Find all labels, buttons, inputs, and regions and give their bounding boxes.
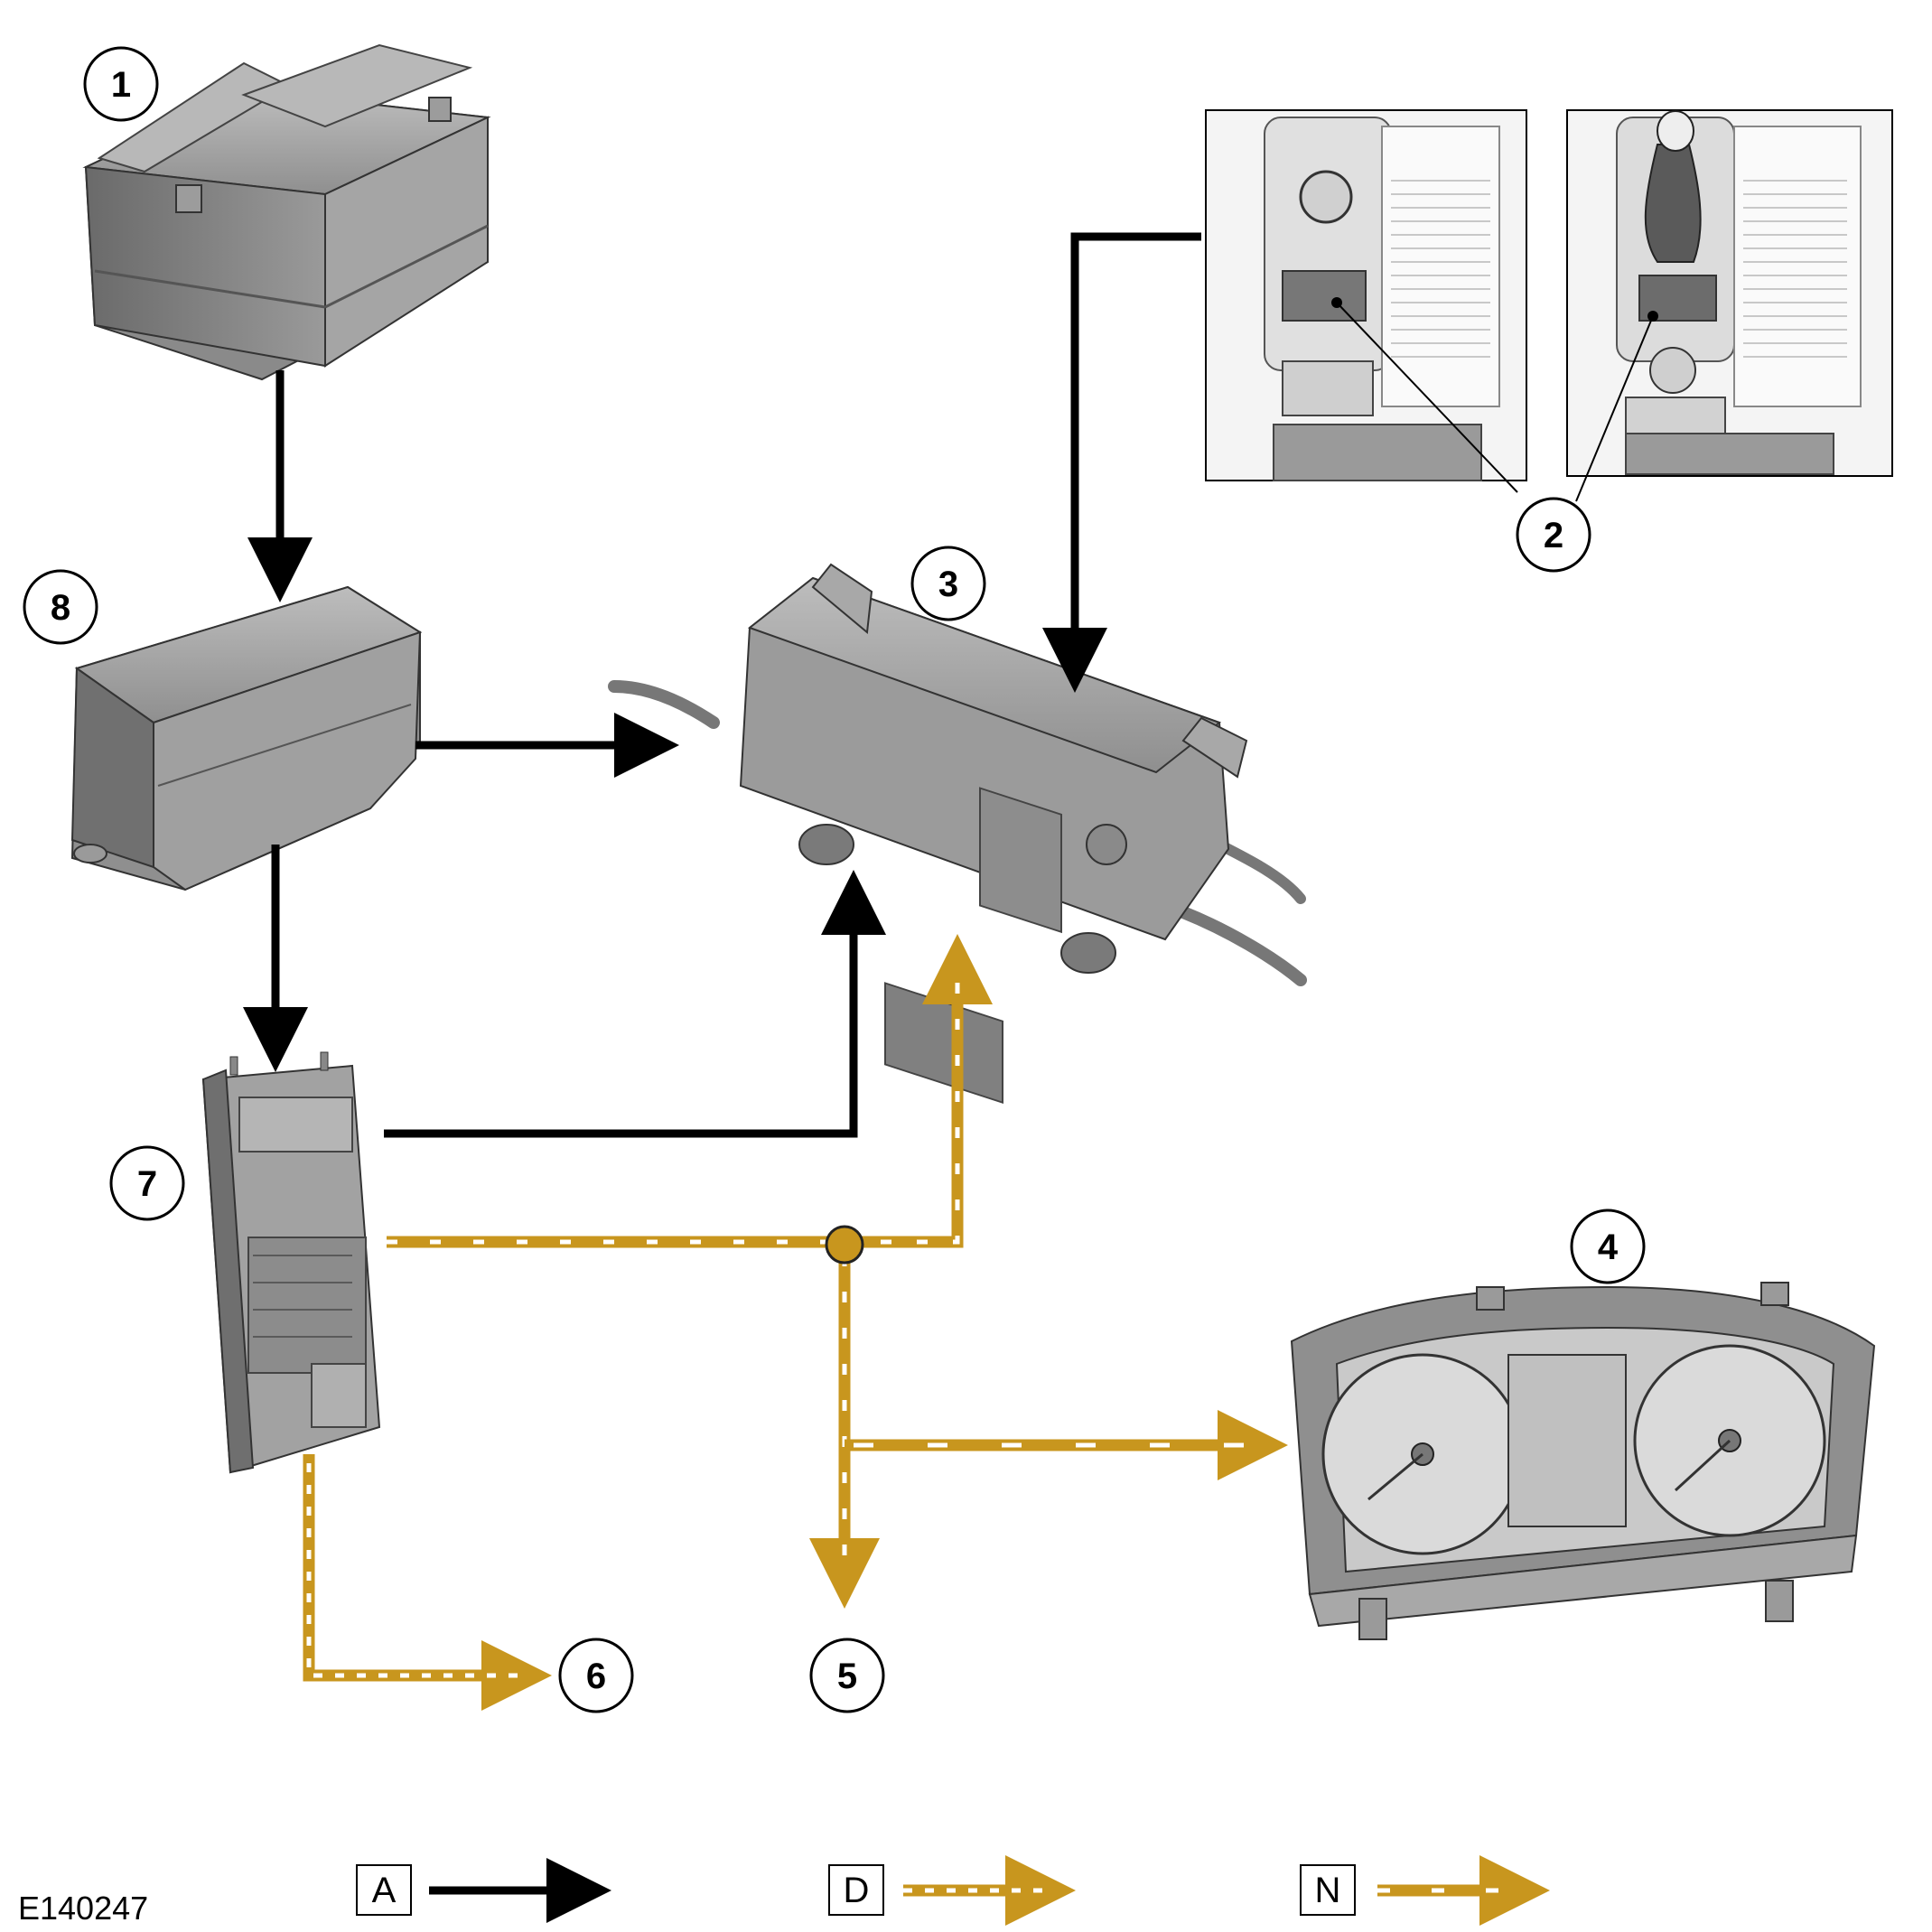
- callout-4: 4: [1570, 1209, 1646, 1284]
- bcm-to-module-line: [384, 870, 886, 1138]
- power-connections: [243, 232, 1201, 1138]
- body-control-module-component: [201, 1051, 381, 1474]
- callout-6: 6: [558, 1638, 634, 1713]
- svg-text:6: 6: [586, 1657, 606, 1696]
- callout-7: 7: [109, 1145, 185, 1221]
- leader-line-2a: [1336, 302, 1518, 493]
- svg-text:8: 8: [51, 588, 70, 628]
- svg-text:4: 4: [1598, 1227, 1619, 1267]
- callout-5: 5: [809, 1638, 885, 1713]
- svg-text:N: N: [1315, 1871, 1341, 1910]
- svg-text:1: 1: [111, 65, 131, 105]
- figure-id: E140247: [18, 1890, 148, 1927]
- fuse-box-component: [70, 585, 423, 891]
- callouts: 1 2 3 4 5 6 7 8: [23, 46, 1646, 1713]
- callout-8: 8: [23, 569, 98, 645]
- network-junction-node: [825, 1225, 864, 1265]
- callout-2: 2: [1516, 497, 1591, 573]
- svg-text:A: A: [372, 1871, 397, 1910]
- switch-panels-component: [1205, 109, 1893, 502]
- instrument-cluster-component: [1290, 1282, 1876, 1640]
- callout-3: 3: [910, 546, 986, 621]
- svg-text:D: D: [844, 1871, 870, 1910]
- svg-text:7: 7: [137, 1164, 157, 1204]
- legend: A D N: [356, 1855, 1550, 1926]
- leader-line-2b: [1575, 315, 1654, 502]
- legend-item-n: N: [1300, 1855, 1550, 1926]
- switch-to-module-line: [1042, 232, 1201, 693]
- svg-text:3: 3: [938, 565, 958, 604]
- legend-item-d: D: [828, 1855, 1076, 1926]
- parking-brake-module-component: [608, 563, 1307, 1104]
- bcm-to-6-line: [303, 1454, 552, 1711]
- legend-item-a: A: [356, 1858, 611, 1923]
- network-connections: [303, 934, 1288, 1711]
- svg-text:2: 2: [1544, 516, 1563, 555]
- battery-component: [82, 43, 491, 381]
- svg-text:5: 5: [837, 1657, 857, 1696]
- callout-1: 1: [83, 46, 159, 122]
